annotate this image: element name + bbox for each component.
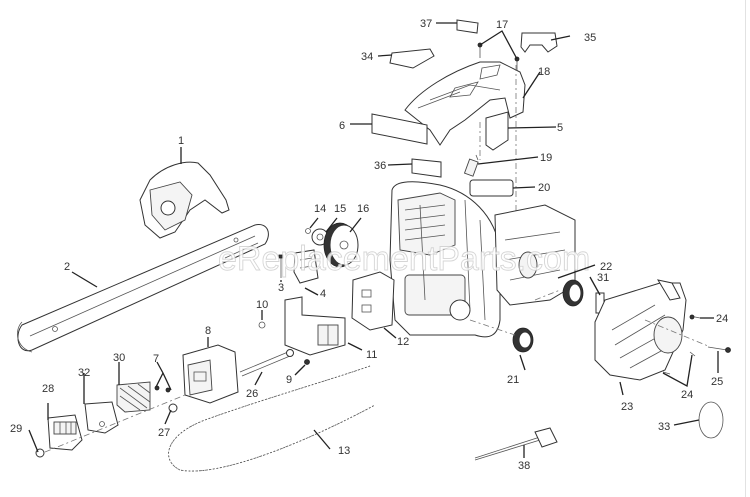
starter-housing-part bbox=[594, 279, 687, 381]
callout-17[interactable]: 17 bbox=[496, 19, 508, 31]
callout-2[interactable]: 2 bbox=[64, 261, 70, 273]
callout-37[interactable]: 37 bbox=[420, 18, 432, 30]
clip-part bbox=[305, 228, 311, 234]
callout-28[interactable]: 28 bbox=[42, 383, 54, 395]
callout-24-upper[interactable]: 24 bbox=[716, 313, 728, 325]
leader-lines bbox=[28, 22, 719, 458]
muffler-cover-part bbox=[47, 414, 83, 451]
screw-10-part bbox=[258, 321, 266, 329]
callout-35[interactable]: 35 bbox=[584, 32, 596, 44]
alignment-line bbox=[644, 319, 709, 347]
callout-18[interactable]: 18 bbox=[538, 66, 550, 78]
callout-7[interactable]: 7 bbox=[153, 353, 159, 365]
label-35-part bbox=[520, 32, 558, 53]
callout-8[interactable]: 8 bbox=[205, 325, 211, 337]
scrench-part bbox=[474, 427, 558, 461]
callout-14[interactable]: 14 bbox=[314, 203, 326, 215]
chain-cover-part bbox=[139, 161, 230, 239]
engine-body-part bbox=[389, 181, 576, 338]
alignment-line bbox=[534, 289, 561, 301]
callout-33[interactable]: 33 bbox=[658, 421, 670, 433]
callout-38[interactable]: 38 bbox=[518, 460, 530, 472]
watermark: eReplacementParts.com bbox=[218, 240, 590, 278]
page-edge bbox=[745, 0, 750, 497]
callout-36[interactable]: 36 bbox=[374, 160, 386, 172]
callout-32[interactable]: 32 bbox=[78, 367, 90, 379]
screw-24a-part bbox=[689, 314, 701, 320]
bolt-26-part bbox=[239, 349, 294, 377]
callout-21[interactable]: 21 bbox=[507, 374, 519, 386]
label-33-part bbox=[698, 401, 724, 439]
bolt-3-part bbox=[278, 254, 284, 278]
callout-10[interactable]: 10 bbox=[256, 299, 268, 311]
callout-12[interactable]: 12 bbox=[397, 336, 409, 348]
spark-plug-part bbox=[463, 154, 479, 177]
gasket-part bbox=[351, 271, 395, 331]
callout-25[interactable]: 25 bbox=[711, 376, 723, 388]
muffler-part bbox=[182, 344, 239, 404]
muffler-bracket-part bbox=[284, 296, 346, 356]
callout-16[interactable]: 16 bbox=[357, 203, 369, 215]
callout-11[interactable]: 11 bbox=[366, 349, 377, 361]
callout-34[interactable]: 34 bbox=[361, 51, 373, 63]
callout-23[interactable]: 23 bbox=[621, 401, 633, 413]
spark-arrestor-screen-part bbox=[116, 381, 151, 413]
screw-9-part bbox=[304, 359, 310, 365]
screws-24b-part bbox=[662, 351, 696, 375]
callout-4[interactable]: 4 bbox=[320, 288, 326, 300]
callout-15[interactable]: 15 bbox=[334, 203, 346, 215]
callout-5[interactable]: 5 bbox=[557, 122, 563, 134]
screws-7-part bbox=[154, 385, 171, 393]
label-36-part bbox=[411, 158, 442, 178]
callout-labels: 1 2 3 4 5 6 7 8 9 10 11 12 13 14 15 16 1… bbox=[10, 18, 728, 472]
callout-1[interactable]: 1 bbox=[178, 135, 184, 147]
callout-30[interactable]: 30 bbox=[113, 352, 125, 364]
alignment-line bbox=[44, 394, 186, 453]
top-cover-part bbox=[404, 61, 526, 146]
callout-20[interactable]: 20 bbox=[538, 182, 550, 194]
label-37-part bbox=[456, 19, 479, 34]
air-filter-part bbox=[469, 179, 514, 197]
callout-26[interactable]: 26 bbox=[246, 388, 258, 400]
callout-13[interactable]: 13 bbox=[338, 445, 350, 457]
tensioner-plate-part bbox=[293, 249, 319, 284]
callout-24-lower[interactable]: 24 bbox=[681, 389, 693, 401]
saw-chain-part bbox=[168, 365, 376, 472]
label-5-part bbox=[485, 111, 509, 151]
label-34-part bbox=[389, 48, 435, 69]
callout-22[interactable]: 22 bbox=[600, 261, 612, 273]
callout-6[interactable]: 6 bbox=[339, 120, 345, 132]
callout-19[interactable]: 19 bbox=[540, 152, 552, 164]
knob-22-part bbox=[562, 279, 584, 307]
label-6-part bbox=[371, 113, 428, 145]
callout-31[interactable]: 31 bbox=[597, 272, 609, 284]
callout-3[interactable]: 3 bbox=[278, 282, 284, 294]
callout-27[interactable]: 27 bbox=[158, 427, 170, 439]
guide-bar-part bbox=[17, 224, 269, 353]
knob-21-part bbox=[512, 327, 534, 353]
callout-29[interactable]: 29 bbox=[10, 423, 22, 435]
clutch-drum-part bbox=[323, 222, 359, 268]
alignment-line bbox=[469, 319, 516, 336]
callout-9[interactable]: 9 bbox=[286, 374, 292, 386]
muffler-plate-part bbox=[84, 401, 119, 434]
screw-25-part bbox=[707, 346, 731, 353]
